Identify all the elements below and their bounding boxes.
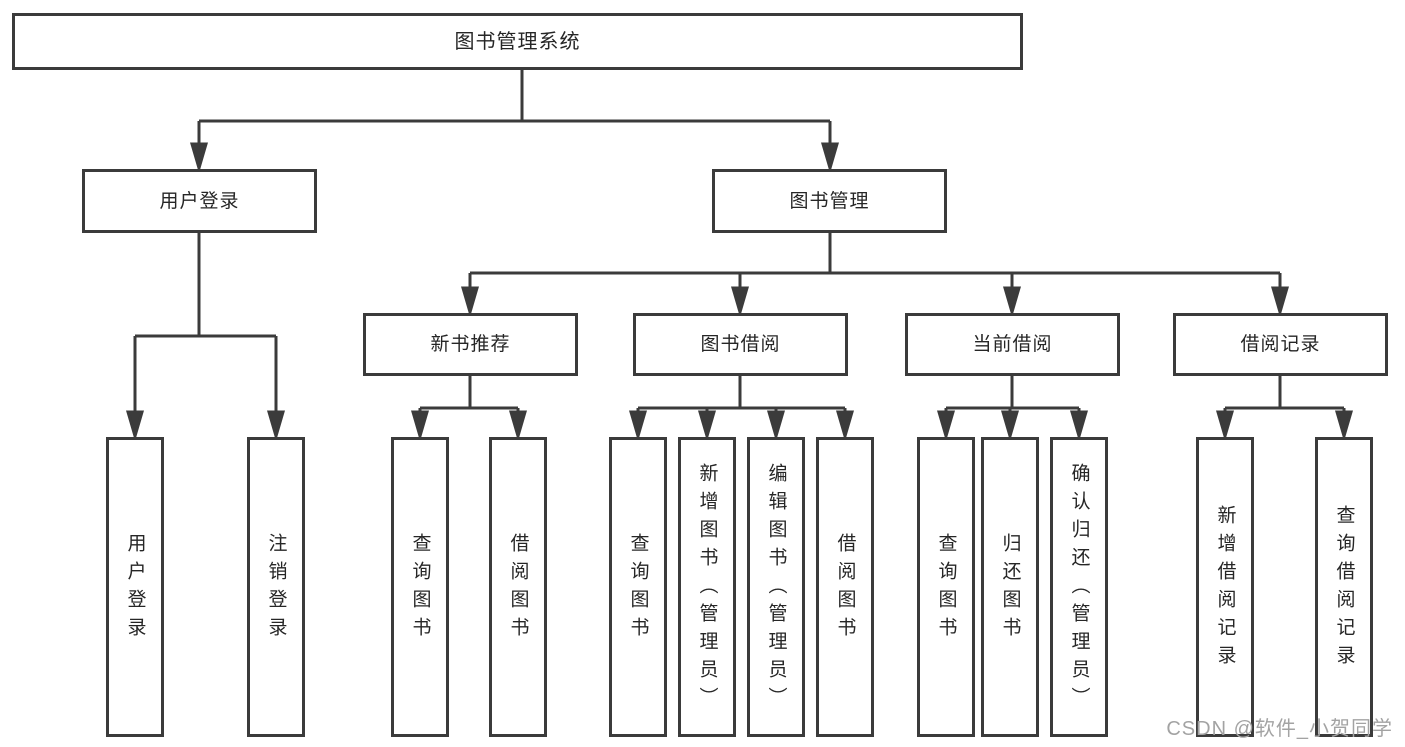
node-borrowing-records: 借阅记录	[1173, 313, 1388, 376]
leaf-borrow-books: 借阅图书	[816, 437, 874, 737]
node-user-login: 用户登录	[82, 169, 317, 233]
node-book-borrowing: 图书借阅	[633, 313, 848, 376]
leaf-logout: 注销登录	[247, 437, 305, 737]
leaf-confirm-return-admin: 确认归还（管理员）	[1050, 437, 1108, 737]
leaf-user-login: 用户登录	[106, 437, 164, 737]
leaf-add-borrow-record: 新增借阅记录	[1196, 437, 1254, 737]
leaf-query-books-recommend: 查询图书	[391, 437, 449, 737]
leaf-return-books: 归还图书	[981, 437, 1039, 737]
leaf-add-book-admin: 新增图书（管理员）	[678, 437, 736, 737]
leaf-query-books-current: 查询图书	[917, 437, 975, 737]
leaf-borrow-books-recommend: 借阅图书	[489, 437, 547, 737]
node-book-management: 图书管理	[712, 169, 947, 233]
leaf-query-borrow-record: 查询借阅记录	[1315, 437, 1373, 737]
leaf-query-books-borrow: 查询图书	[609, 437, 667, 737]
node-new-book-recommendation: 新书推荐	[363, 313, 578, 376]
leaf-edit-book-admin: 编辑图书（管理员）	[747, 437, 805, 737]
csdn-watermark: CSDN @软件_小贺同学	[1166, 718, 1393, 740]
node-library-system: 图书管理系统	[12, 13, 1023, 70]
node-current-borrowing: 当前借阅	[905, 313, 1120, 376]
